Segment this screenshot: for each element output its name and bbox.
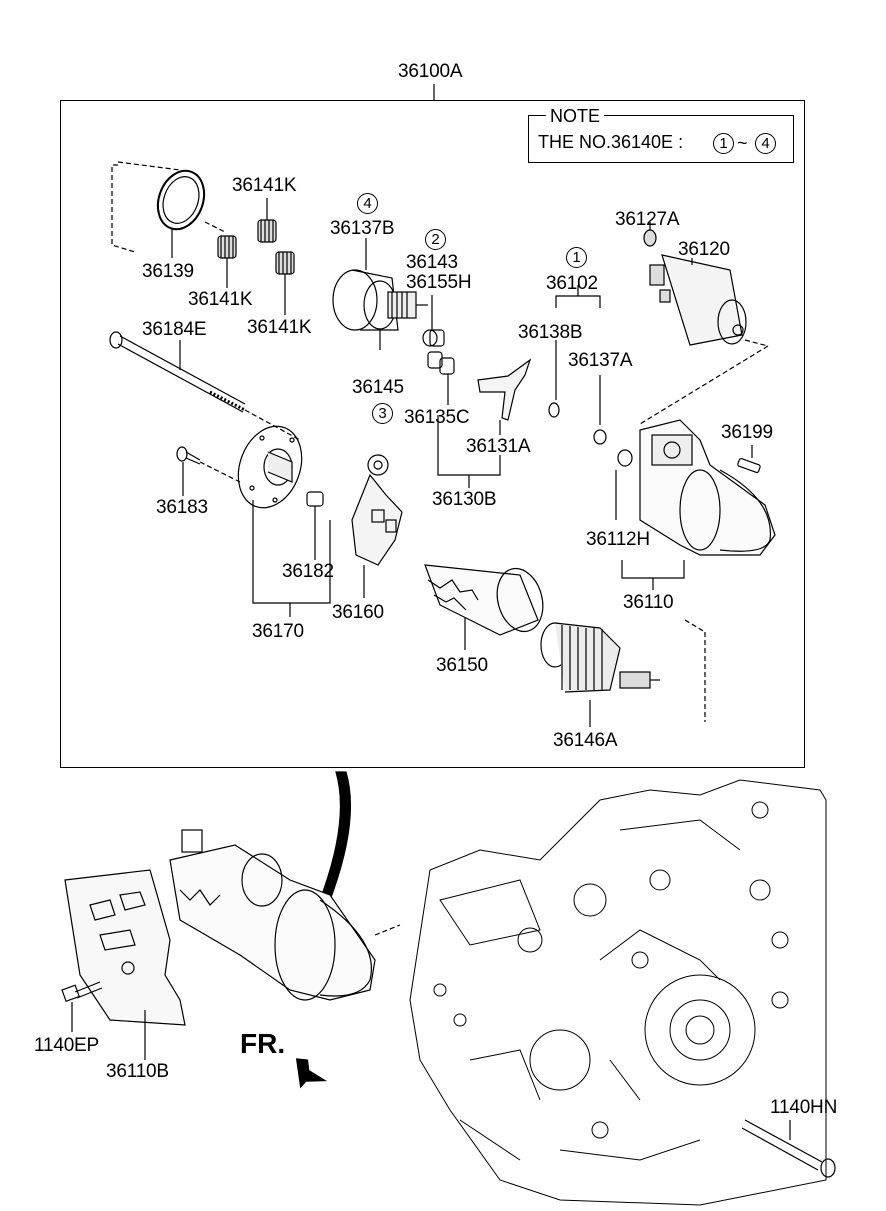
callout-2: 2 [425, 229, 446, 250]
part-36155H: 36155H [406, 272, 472, 293]
part-36143: 36143 [406, 252, 458, 273]
callout-1: 1 [566, 247, 587, 268]
part-1140EP: 1140EP [34, 1035, 100, 1056]
part-36160: 36160 [332, 602, 384, 623]
collar-36135C [427, 351, 455, 405]
bolt-1140EP [61, 981, 103, 1032]
part-36146A: 36146A [553, 730, 618, 751]
brush-holder-36160 [351, 454, 403, 598]
part-36150: 36150 [436, 655, 488, 676]
part-36141K-top: 36141K [232, 175, 297, 196]
installed-starter [169, 829, 401, 1001]
yoke-36150 [424, 564, 544, 650]
seal-ring-36139 [111, 161, 206, 258]
callout-4: 4 [357, 193, 378, 214]
screw-36183 [176, 446, 241, 496]
part-36127A: 36127A [615, 209, 680, 230]
gear-36141K-top [257, 198, 277, 243]
part-36110B: 36110B [106, 1061, 169, 1082]
note-text-main: THE NO.36140E : [538, 132, 684, 152]
note-range-start: 1 [713, 133, 734, 154]
part-36170: 36170 [252, 621, 304, 642]
gear-36141K-left [217, 235, 237, 288]
armature-36146A [540, 619, 706, 727]
through-bolt-36184E [109, 331, 301, 441]
note-box [528, 115, 794, 163]
spring-36143 [422, 295, 445, 347]
note-text: THE NO.36140E : [538, 132, 683, 152]
part-1140HN: 1140HN [770, 1097, 838, 1118]
part-36138B: 36138B [518, 322, 583, 343]
part-36141K-left: 36141K [188, 289, 253, 310]
note-range-sep: ~ [737, 133, 748, 153]
engine-block [409, 779, 827, 1206]
front-direction-label: FR. [240, 1028, 286, 1059]
part-36137A: 36137A [568, 350, 633, 371]
part-36137B: 36137B [330, 218, 395, 239]
solenoid-36120 [639, 222, 769, 425]
front-direction-arrow [295, 1058, 328, 1089]
note-range-end: 4 [755, 133, 776, 154]
part-36135C: 36135C [404, 407, 470, 428]
bolt-1140HN [741, 1119, 836, 1178]
assembly-label: 36100A [398, 61, 463, 82]
starter-body-36110 [615, 419, 776, 590]
part-36112H: 36112H [586, 529, 650, 550]
part-36139: 36139 [142, 261, 194, 282]
part-36130B: 36130B [432, 489, 497, 510]
assembly-frame [60, 100, 805, 768]
part-36102: 36102 [546, 273, 598, 294]
part-36184E: 36184E [142, 319, 207, 340]
end-cover-36170 [237, 425, 331, 617]
drive-assembly-36145 [332, 238, 428, 350]
part-36183: 36183 [156, 497, 208, 518]
part-36199: 36199 [721, 422, 773, 443]
part-36145: 36145 [352, 377, 404, 398]
heat-shield-36110B [64, 869, 186, 1060]
part-36182: 36182 [282, 561, 334, 582]
callout-3: 3 [372, 403, 393, 424]
part-36131A: 36131A [466, 436, 531, 457]
note-title: NOTE [546, 106, 605, 126]
lever-36131A [477, 358, 532, 435]
part-36141K-right: 36141K [247, 317, 312, 338]
part-36120: 36120 [678, 239, 730, 260]
gear-36141K-right [275, 251, 295, 315]
part-36110: 36110 [623, 592, 674, 613]
